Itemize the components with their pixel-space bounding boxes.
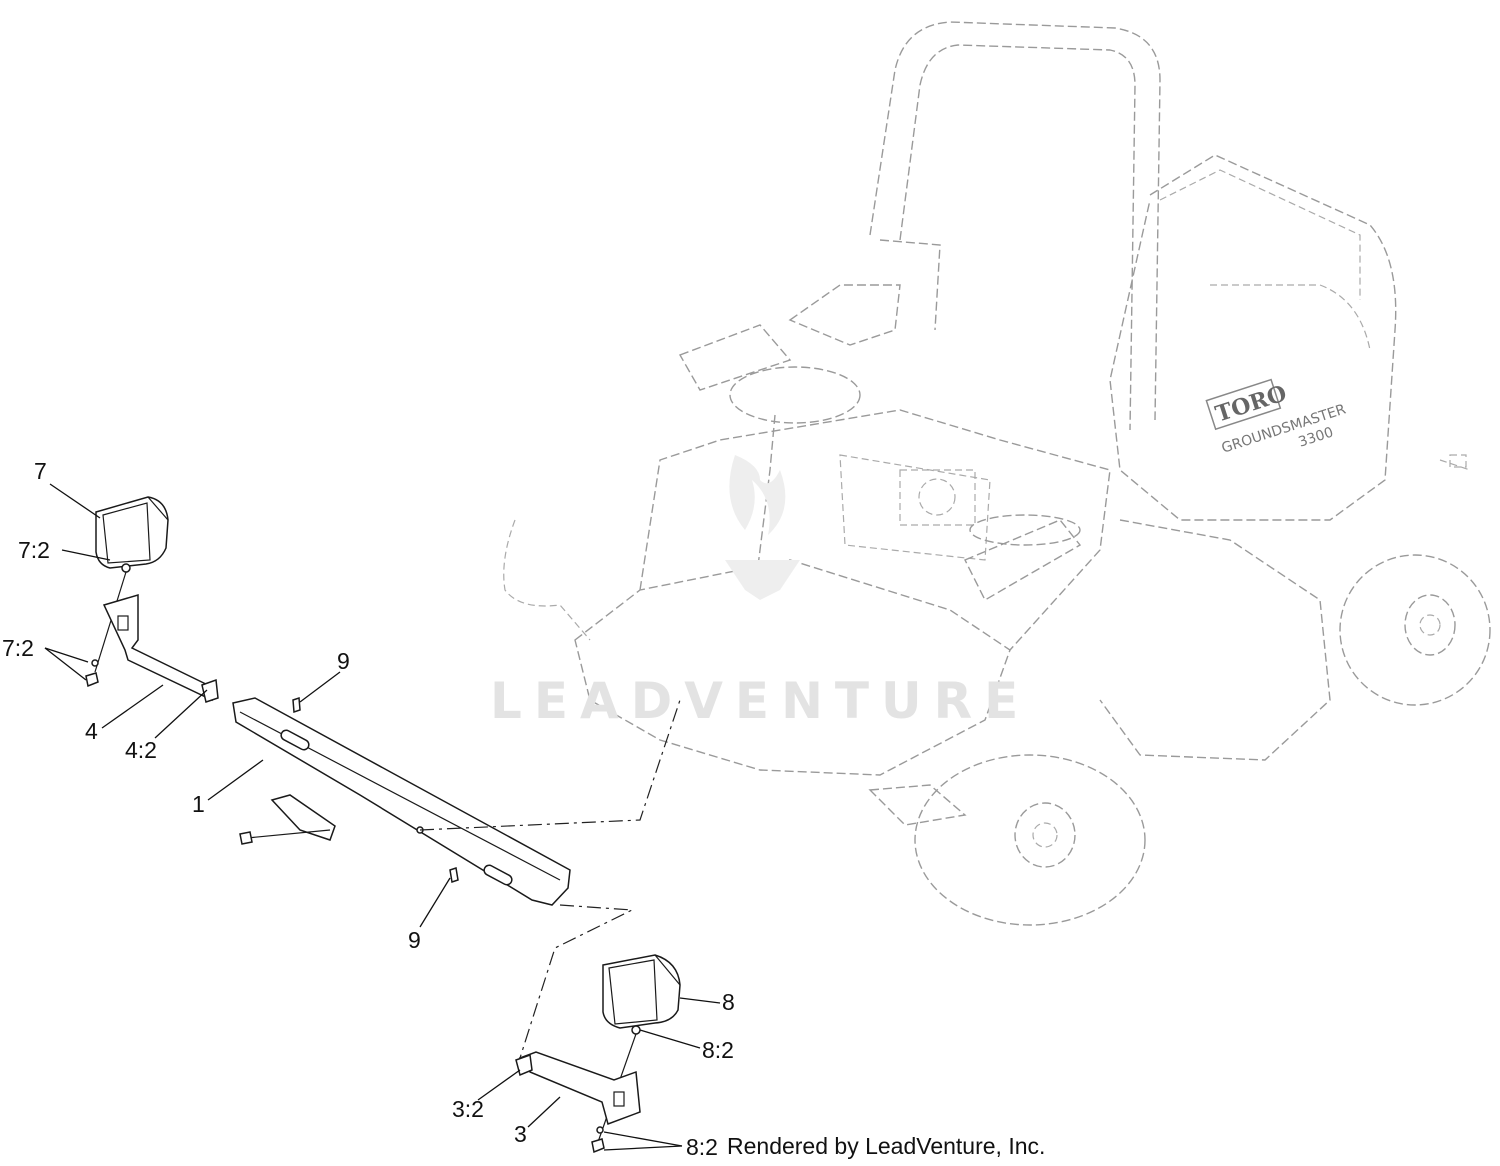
work-light-left	[95, 496, 169, 573]
mower-ghost-outline	[503, 21, 1491, 926]
rendered-by-credit: Rendered by LeadVenture, Inc.	[727, 1133, 1045, 1159]
fastener-9-bottom	[449, 867, 459, 883]
toro-decal: TORO GROUNDSMASTER 3300	[1205, 378, 1348, 457]
callout-7: 7	[34, 458, 47, 484]
leader-lines	[44, 483, 721, 1151]
callout-3-2: 3:2	[452, 1096, 484, 1122]
callout-9-bottom: 9	[408, 927, 421, 953]
bracket-left	[102, 593, 219, 703]
callout-4-2: 4:2	[125, 737, 157, 763]
watermark-text: LEADVENTURE	[490, 672, 1030, 730]
bumper-brace	[239, 794, 336, 845]
callout-labels: 7 7:2 7:2 4 4:2 9 1 9 8 8:2 3:2 3 8:2	[2, 458, 735, 1160]
callout-1: 1	[192, 791, 205, 817]
decal-brand: TORO	[1212, 380, 1289, 427]
callout-8: 8	[722, 989, 735, 1015]
callout-4: 4	[85, 718, 98, 744]
callout-9-top: 9	[337, 648, 350, 674]
work-light-right	[602, 954, 681, 1035]
callout-8-2-fasteners: 8:2	[686, 1134, 718, 1160]
bracket-right	[515, 1051, 641, 1125]
fastener-7-2-left	[85, 571, 127, 688]
callout-8-2-light: 8:2	[702, 1037, 734, 1063]
assembly-guide-lines	[419, 699, 681, 1059]
callout-7-2-fasteners: 7:2	[2, 635, 34, 661]
watermark: LEADVENTURE	[490, 455, 1030, 730]
fastener-9-top	[292, 696, 301, 714]
callout-3: 3	[514, 1121, 527, 1147]
bumper-bar	[232, 697, 571, 906]
callout-7-2-light: 7:2	[18, 537, 50, 563]
